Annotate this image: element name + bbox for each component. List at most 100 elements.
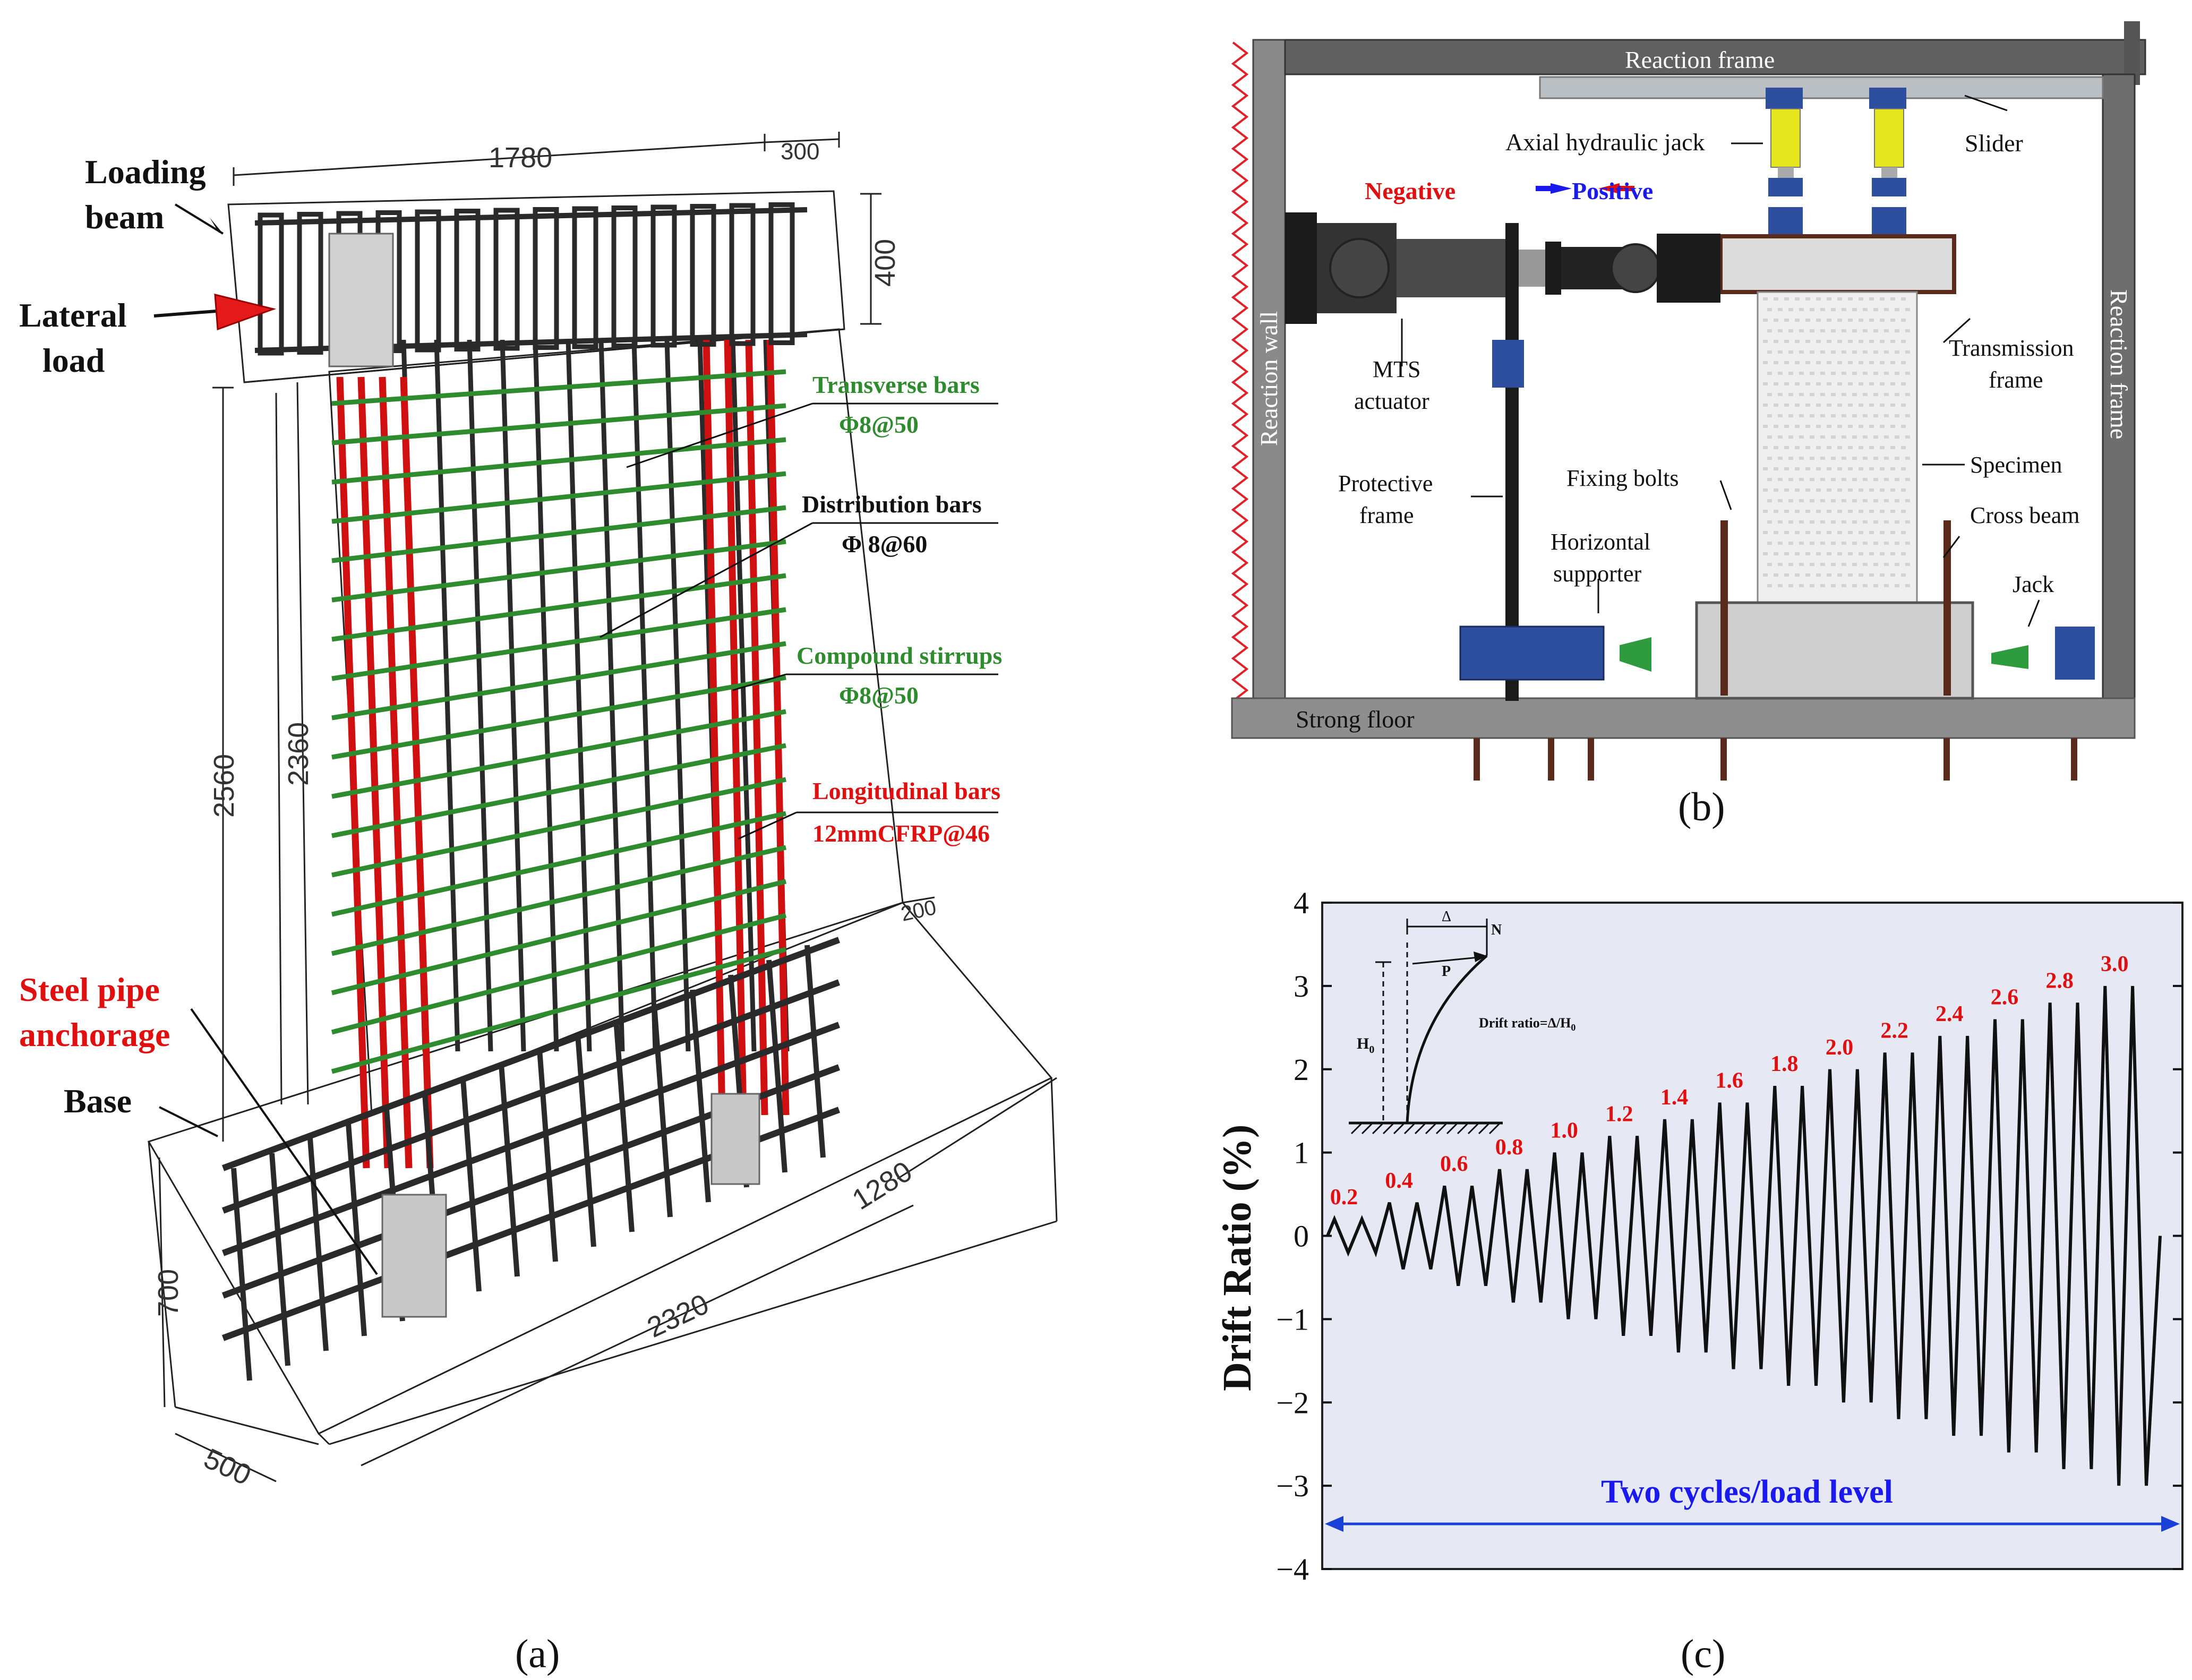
longitudinal-bars-label: Longitudinal bars bbox=[812, 777, 1000, 804]
base-stirrup bbox=[346, 1123, 367, 1336]
protective-frame-clamp bbox=[1492, 340, 1524, 388]
distribution-bar bbox=[566, 339, 592, 1052]
distribution-bar bbox=[631, 339, 658, 1052]
fixing-bolt-right bbox=[1943, 520, 1951, 696]
load-level-label: 2.0 bbox=[1826, 1035, 1854, 1060]
y-tick-label: −1 bbox=[1276, 1302, 1309, 1336]
transmission-frame-label-2: frame bbox=[1989, 367, 2043, 393]
beam-stirrup bbox=[768, 202, 795, 345]
transverse-bar bbox=[331, 675, 786, 760]
longitudinal-spec: 12mmCFRP@46 bbox=[812, 820, 990, 847]
inset-delta: Δ bbox=[1442, 908, 1451, 925]
loading-beam-label-1: Loading bbox=[85, 153, 206, 191]
dim-200: 200 bbox=[899, 896, 938, 926]
lateral-load-label-1: Lateral bbox=[19, 296, 127, 334]
beam-stirrup bbox=[297, 212, 323, 355]
dim-300: 300 bbox=[781, 139, 819, 165]
y-axis-ticks bbox=[1322, 902, 2182, 1570]
mts-actuator bbox=[1285, 212, 1720, 324]
specimen-texture bbox=[1763, 297, 1910, 587]
y-tick-label: 1 bbox=[1294, 1136, 1309, 1170]
two-cycles-label: Two cycles/load level bbox=[1601, 1474, 1893, 1510]
horizontal-supporter bbox=[1459, 625, 1605, 681]
base-stirrup bbox=[804, 945, 826, 1158]
beam-stirrup bbox=[690, 204, 716, 347]
y-tick-label: −4 bbox=[1276, 1552, 1309, 1587]
load-level-label: 1.6 bbox=[1715, 1069, 1743, 1093]
protective-frame-label-2: frame bbox=[1359, 502, 1414, 528]
beam-stirrup bbox=[729, 203, 756, 346]
base-stirrup bbox=[307, 1138, 329, 1351]
cross-beam-label: Cross beam bbox=[1970, 502, 2080, 528]
transverse-bar bbox=[331, 913, 787, 1035]
load-level-label: 0.2 bbox=[1330, 1185, 1358, 1210]
beam-stirrup bbox=[493, 208, 520, 351]
axial-jack-label: Axial hydraulic jack bbox=[1505, 128, 1705, 156]
right-support-block bbox=[2055, 627, 2095, 680]
base-stirrup bbox=[460, 1078, 482, 1292]
load-level-labels: 0.20.40.60.81.01.21.41.61.82.02.22.42.62… bbox=[1330, 952, 2129, 1210]
y-tick-label: 4 bbox=[1294, 886, 1309, 920]
load-level-label: 1.4 bbox=[1660, 1085, 1689, 1110]
load-level-label: 0.4 bbox=[1385, 1169, 1413, 1193]
mts-label-2: actuator bbox=[1354, 388, 1429, 414]
transverse-bar bbox=[331, 777, 786, 878]
steel-pipe-left bbox=[381, 1194, 447, 1318]
reaction-wall-hatch bbox=[1231, 41, 1249, 702]
transmission-frame bbox=[1718, 234, 1956, 294]
load-level-label: 1.2 bbox=[1605, 1102, 1633, 1126]
base-stirrup bbox=[613, 1019, 635, 1232]
reaction-wall-column bbox=[1252, 39, 1286, 699]
y-tick-label: 2 bbox=[1294, 1052, 1309, 1087]
transverse-bars bbox=[331, 369, 787, 1074]
transverse-bar bbox=[331, 743, 786, 838]
load-level-label: 0.6 bbox=[1440, 1152, 1468, 1176]
base-stirrup bbox=[231, 1168, 252, 1381]
transverse-bar bbox=[331, 471, 786, 524]
beam-stirrup bbox=[611, 205, 638, 348]
positive-label: Positive bbox=[1572, 177, 1653, 204]
panel-b-label: (b) bbox=[1678, 785, 1725, 829]
transverse-bar bbox=[331, 607, 786, 681]
specimen-base bbox=[1695, 601, 1974, 700]
beam-stirrup bbox=[572, 206, 598, 349]
load-level-label: 2.6 bbox=[1991, 985, 2019, 1010]
horizontal-supporter-label-1: Horizontal bbox=[1551, 529, 1650, 555]
transverse-bar bbox=[331, 539, 786, 603]
beam-stirrup bbox=[454, 209, 481, 352]
base-longitudinal-bar bbox=[221, 937, 841, 1171]
base-stirrup bbox=[269, 1153, 290, 1366]
load-level-label: 2.4 bbox=[1936, 1002, 1964, 1026]
base-stirrup bbox=[766, 959, 787, 1173]
base-stirrup bbox=[575, 1034, 596, 1247]
protective-frame-label-1: Protective bbox=[1338, 470, 1433, 496]
strong-floor-label: Strong floor bbox=[1296, 706, 1415, 733]
reaction-wall-label: Reaction wall bbox=[1255, 311, 1282, 446]
right-jack bbox=[1991, 645, 2028, 669]
inset-drift-formula: Drift ratio=Δ/H0 bbox=[1479, 1015, 1576, 1033]
transverse-bar bbox=[331, 369, 786, 406]
load-level-label: 2.2 bbox=[1880, 1018, 1908, 1043]
longitudinal-bar bbox=[745, 339, 768, 1116]
longitudinal-bar bbox=[357, 376, 391, 1169]
transverse-bars-label: Transverse bars bbox=[812, 371, 980, 398]
specimen-label: Specimen bbox=[1970, 452, 2062, 478]
y-tick-label: 3 bbox=[1294, 969, 1309, 1004]
compound-spec: Φ8@50 bbox=[839, 682, 919, 709]
reaction-frame-top-label: Reaction frame bbox=[1625, 46, 1775, 73]
reaction-frame-top-beam bbox=[1284, 39, 2146, 75]
panel-c-label: (c) bbox=[1681, 1632, 1725, 1676]
beam-stirrup bbox=[650, 204, 677, 348]
transverse-bar bbox=[331, 641, 786, 721]
inset-h0: H0 bbox=[1357, 1035, 1374, 1056]
load-level-label: 0.8 bbox=[1495, 1135, 1523, 1160]
base-outline bbox=[147, 902, 1053, 1435]
reaction-frame-right-column bbox=[2102, 73, 2136, 699]
longitudinal-bar bbox=[400, 376, 434, 1169]
y-tick-label: 0 bbox=[1294, 1219, 1309, 1254]
negative-label: Negative bbox=[1365, 177, 1455, 204]
drift-inset: Δ N P H0 Drift ratio=Δ/H0 bbox=[1349, 908, 1576, 1135]
